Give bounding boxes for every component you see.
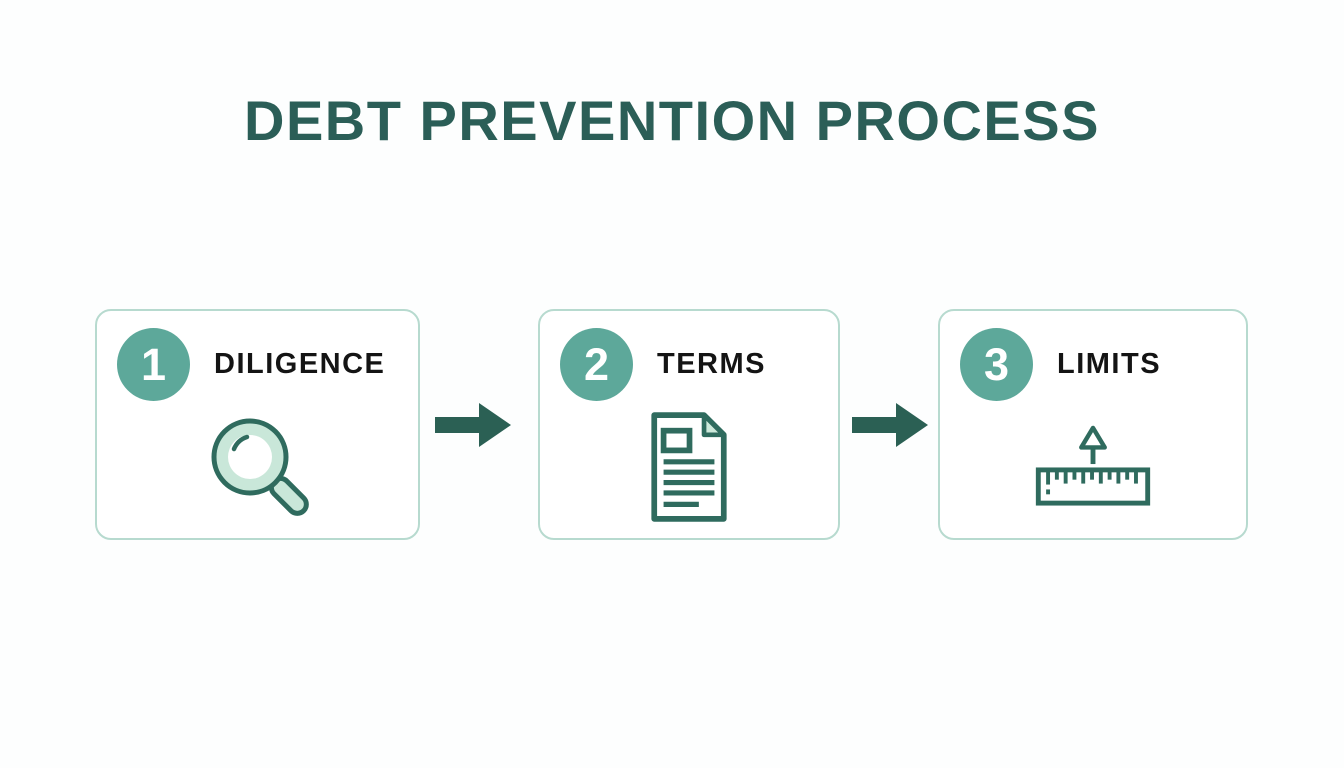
document-icon [540,406,838,528]
step-header: 1 DILIGENCE [97,311,418,401]
ruler-icon [940,406,1246,528]
step-card-terms: 2 TERMS [538,309,840,540]
step-header: 2 TERMS [540,311,838,401]
magnifier-search-icon [97,406,418,528]
step-number-badge: 3 [960,328,1033,401]
step-label: DILIGENCE [214,348,386,380]
step-number: 1 [140,338,167,390]
arrow-right-icon [435,400,511,450]
step-number: 2 [583,338,610,390]
step-label: TERMS [657,348,766,380]
arrow-right-icon [852,400,928,450]
step-number-badge: 1 [117,328,190,401]
step-label: LIMITS [1057,348,1162,380]
page-title: DEBT PREVENTION PROCESS [244,89,1100,152]
step-number: 3 [983,338,1010,390]
step-number-badge: 2 [560,328,633,401]
step-card-limits: 3 LIMITS [938,309,1248,540]
step-card-diligence: 1 DILIGENCE [95,309,420,540]
step-header: 3 LIMITS [940,311,1246,401]
